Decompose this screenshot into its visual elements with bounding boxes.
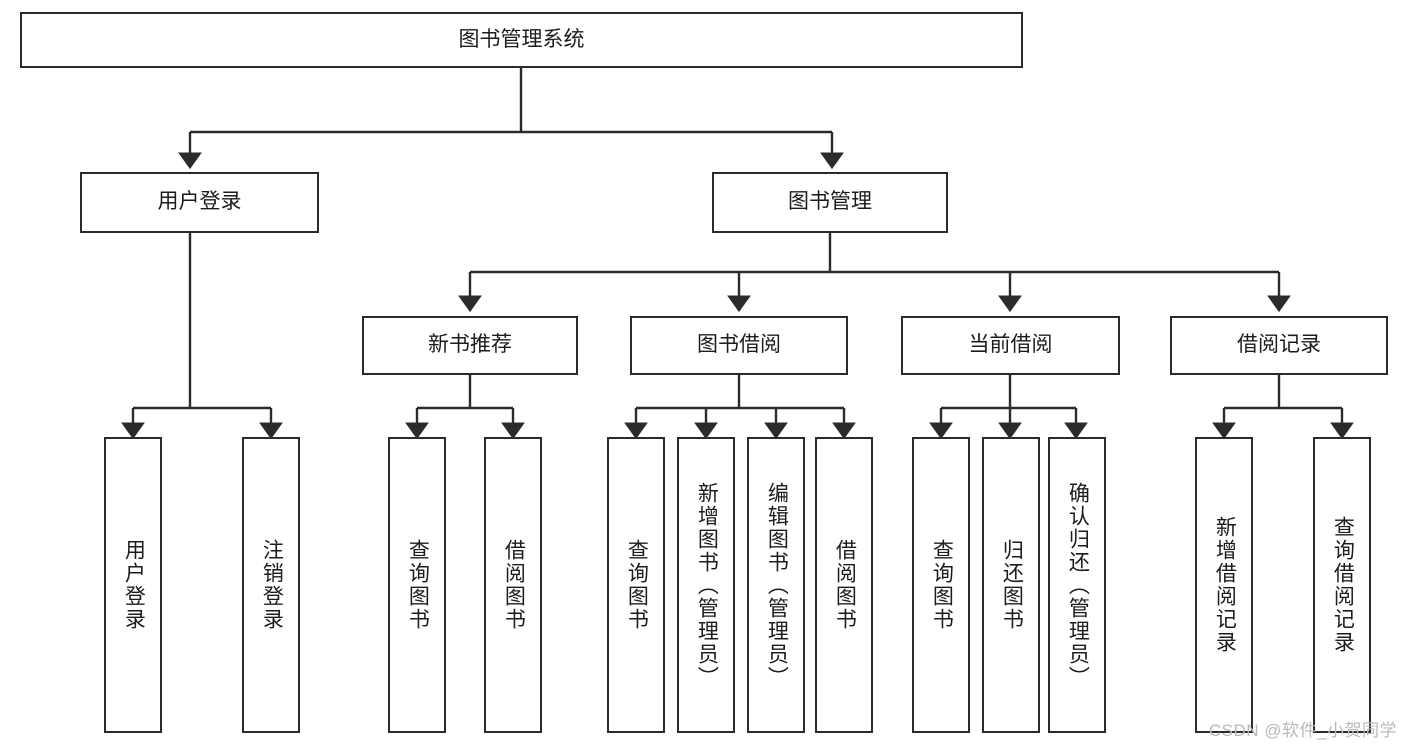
leaf-edit-book-admin[interactable]: 编辑图书（管理员）	[747, 437, 805, 733]
node-root-system[interactable]: 图书管理系统	[20, 12, 1023, 68]
node-book-management[interactable]: 图书管理	[712, 172, 948, 233]
leaf-query-book-recommend[interactable]: 查询图书	[388, 437, 446, 733]
leaf-label: 归还图书	[1000, 539, 1024, 631]
leaf-borrow-book-recommend[interactable]: 借阅图书	[484, 437, 542, 733]
leaf-confirm-return-admin[interactable]: 确认归还（管理员）	[1048, 437, 1106, 733]
leaf-label: 查询借阅记录	[1331, 516, 1355, 654]
node-borrow-record[interactable]: 借阅记录	[1170, 316, 1388, 375]
leaf-label: 新增借阅记录	[1213, 516, 1237, 654]
leaf-label: 注销登录	[260, 539, 284, 631]
leaf-add-borrow-record[interactable]: 新增借阅记录	[1195, 437, 1253, 733]
node-current-borrow[interactable]: 当前借阅	[901, 316, 1120, 375]
leaf-label: 借阅图书	[502, 539, 526, 631]
leaf-return-book[interactable]: 归还图书	[982, 437, 1040, 733]
leaf-user-login[interactable]: 用户登录	[104, 437, 162, 733]
leaf-label: 查询图书	[625, 539, 649, 631]
watermark: CSDN @软件_小贺同学	[1208, 721, 1397, 740]
node-new-book-recommend[interactable]: 新书推荐	[362, 316, 578, 375]
leaf-logout[interactable]: 注销登录	[242, 437, 300, 733]
leaf-label: 编辑图书（管理员）	[765, 481, 789, 689]
node-user-login[interactable]: 用户登录	[80, 172, 319, 233]
node-book-borrow[interactable]: 图书借阅	[630, 316, 848, 375]
leaf-label: 查询图书	[930, 539, 954, 631]
leaf-label: 借阅图书	[833, 539, 857, 631]
leaf-label: 查询图书	[406, 539, 430, 631]
leaf-query-book-current[interactable]: 查询图书	[912, 437, 970, 733]
leaf-borrow-book[interactable]: 借阅图书	[815, 437, 873, 733]
leaf-add-book-admin[interactable]: 新增图书（管理员）	[677, 437, 735, 733]
leaf-label: 新增图书（管理员）	[695, 481, 719, 689]
leaf-query-borrow-record[interactable]: 查询借阅记录	[1313, 437, 1371, 733]
leaf-query-book-borrow[interactable]: 查询图书	[607, 437, 665, 733]
leaf-label: 确认归还（管理员）	[1066, 481, 1090, 689]
leaf-label: 用户登录	[122, 539, 146, 631]
